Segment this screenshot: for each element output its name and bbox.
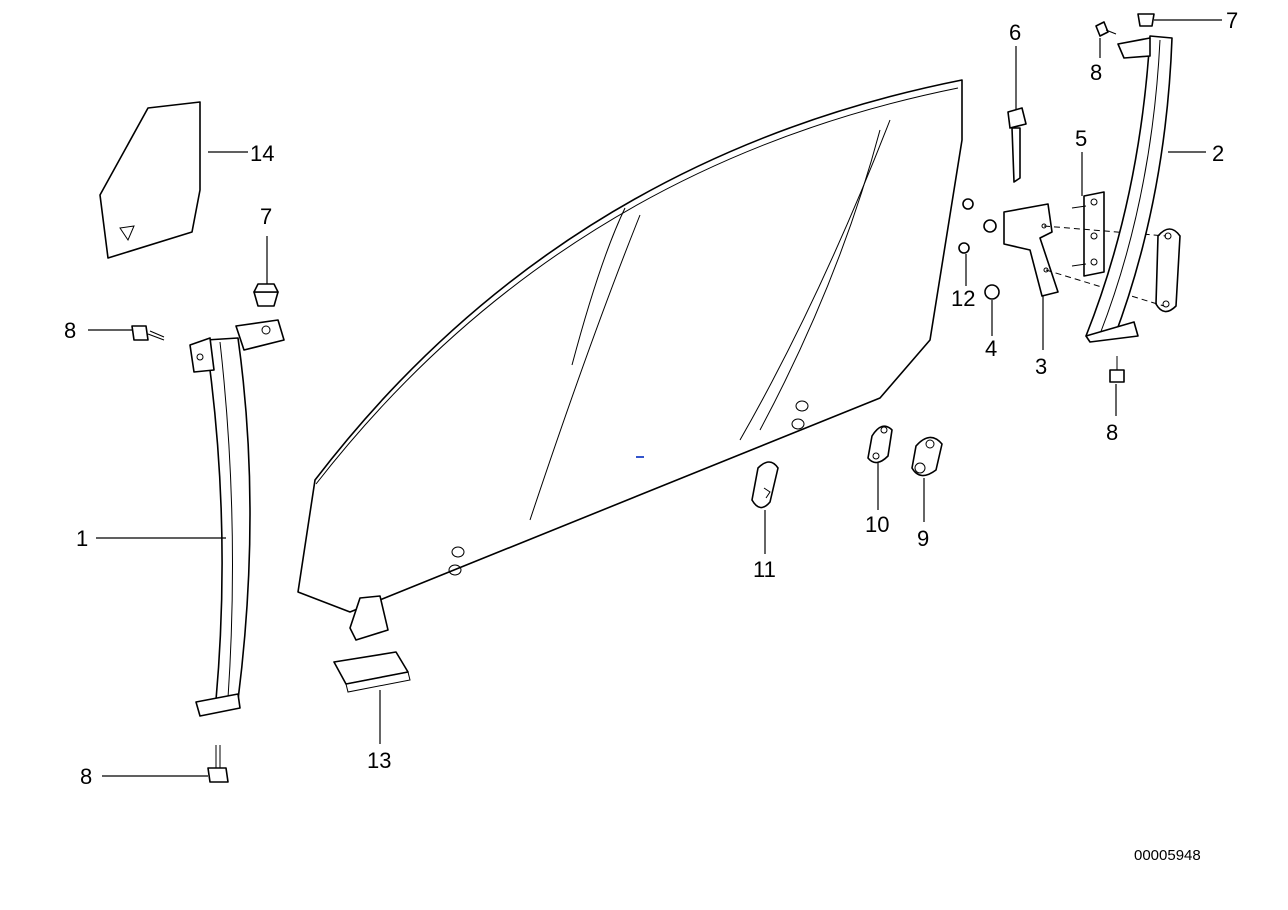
part-7-clip-top <box>1137 13 1155 27</box>
part-2-rear-guide-rail <box>1085 35 1173 343</box>
part-4-nuts <box>983 219 1000 300</box>
part-13-guide-block <box>333 651 411 693</box>
part-9-bracket <box>911 436 943 477</box>
part-12-screws <box>958 198 974 254</box>
callout-9: 9 <box>917 526 929 551</box>
callout-6: 6 <box>1009 20 1021 45</box>
part-8-screw-right <box>1109 356 1125 383</box>
center-marker <box>636 456 644 458</box>
callout-8-right: 8 <box>1106 420 1118 445</box>
callout-2: 2 <box>1212 141 1224 166</box>
part-11-slide-shoe <box>751 461 779 509</box>
part-10-washer-plate <box>867 425 893 464</box>
callout-3: 3 <box>1035 354 1047 379</box>
diagram-reference-number: 00005948 <box>1134 847 1201 864</box>
callout-4: 4 <box>985 336 997 361</box>
callout-8-top: 8 <box>1090 60 1102 85</box>
part-5-hinge-plate <box>1071 191 1105 277</box>
part-6-hex-bolt <box>1007 107 1027 183</box>
connection-plate <box>1155 228 1181 313</box>
callout-numbers: 14 7 8 1 8 13 11 10 9 6 5 2 12 4 3 7 8 8 <box>64 8 1238 789</box>
callout-7-mid: 7 <box>260 204 272 229</box>
glass-lower-holder <box>349 595 389 641</box>
callout-7-top: 7 <box>1226 8 1238 33</box>
part-8-screw-left <box>131 325 165 341</box>
part-8-screw-bottom <box>207 745 229 783</box>
callout-5: 5 <box>1075 126 1087 151</box>
part-14-corner-panel <box>99 101 201 259</box>
callout-13: 13 <box>367 748 391 773</box>
part-3-lifter-bracket <box>1003 203 1059 297</box>
callout-8-bottom: 8 <box>80 764 92 789</box>
part-1-front-guide-rail <box>189 319 285 717</box>
callout-8-left: 8 <box>64 318 76 343</box>
callout-11: 11 <box>753 557 776 582</box>
callout-10: 10 <box>865 512 889 537</box>
callout-14: 14 <box>250 141 274 166</box>
callout-12: 12 <box>951 286 975 311</box>
callout-1: 1 <box>76 526 88 551</box>
part-7-clip-mid <box>253 283 279 307</box>
door-window-glass <box>297 79 963 613</box>
leader-lines <box>88 19 1222 777</box>
part-8-screw-top <box>1095 21 1117 37</box>
